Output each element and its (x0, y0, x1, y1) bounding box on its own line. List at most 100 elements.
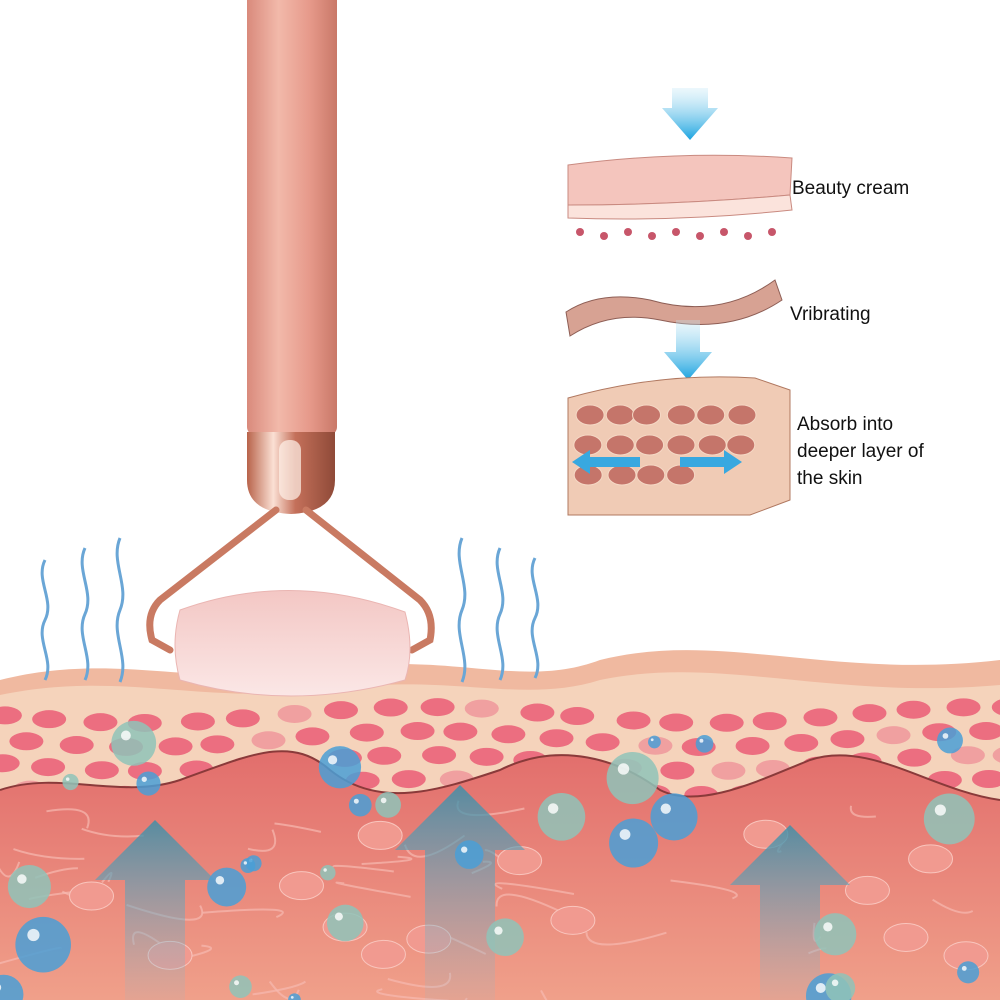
skin-cell (876, 726, 911, 745)
dermal-cell (844, 875, 890, 905)
cream-dot (768, 228, 776, 236)
skin-cell (84, 761, 119, 780)
absorption-bubbles (0, 720, 980, 1000)
up-arrow-icon (730, 825, 850, 1000)
dermal-cell (357, 820, 403, 850)
deep-cell (605, 434, 635, 456)
fiber (849, 805, 876, 818)
skin-cell (225, 709, 260, 728)
fiber (932, 898, 974, 914)
skin-cell (971, 770, 1000, 788)
bubble (606, 752, 659, 805)
bubble-highlight (942, 733, 949, 739)
dermal-cell (908, 844, 954, 874)
bubble (695, 734, 714, 753)
bubble (207, 867, 247, 907)
deep-cell (605, 404, 635, 426)
skin-cell (991, 699, 1000, 715)
bubble-highlight (961, 966, 967, 971)
skin-cell (443, 722, 478, 741)
fiber (495, 893, 563, 914)
dermis-boundary-line (0, 750, 1000, 801)
skin-cell (896, 700, 931, 719)
bubble-highlight (934, 804, 946, 816)
bubble (814, 913, 857, 956)
skin-cell (349, 723, 384, 742)
fiber (361, 855, 413, 865)
fiber (670, 879, 738, 900)
cream-dots (576, 228, 776, 240)
skin-cell (323, 701, 358, 720)
down-arrow-icon (664, 320, 712, 380)
skin-cell (539, 729, 574, 748)
skin-cell (560, 707, 595, 726)
bubble (62, 773, 79, 791)
cream-dot (648, 232, 656, 240)
deep-cell (607, 464, 637, 486)
bubble (486, 918, 524, 957)
bubble-highlight (823, 922, 833, 932)
skin-cell (0, 706, 22, 725)
bubble-highlight (660, 803, 671, 814)
bubble-highlight (17, 874, 27, 884)
dermal-cell (883, 922, 929, 952)
fiber (540, 990, 548, 1000)
skin-cell (897, 748, 932, 767)
fiber (274, 822, 322, 833)
skin-cell (180, 712, 215, 731)
skin-cell (803, 708, 838, 727)
bubble (957, 961, 980, 984)
bubble-highlight (0, 984, 2, 991)
bubble-highlight (215, 875, 225, 885)
bubble-highlight (831, 979, 839, 987)
label-vibrating: Vribrating (790, 304, 871, 325)
bubble-highlight (699, 738, 704, 743)
skin-cell (852, 704, 887, 723)
cream-dot (576, 228, 584, 236)
skin-cell (31, 758, 66, 777)
vibration-waves-left (40, 537, 125, 683)
bubble-highlight (380, 797, 387, 804)
dermal-cell (69, 881, 115, 911)
dermal-cell (497, 846, 543, 876)
bubble-highlight (461, 846, 468, 853)
bubble-highlight (547, 803, 559, 814)
fiber (332, 864, 394, 873)
skin-cell (491, 725, 526, 744)
up-arrow-icon (95, 820, 215, 1000)
bubble-highlight (617, 763, 630, 775)
deep-cell (666, 464, 696, 486)
skin-cell (520, 703, 555, 722)
fiber (252, 980, 307, 996)
deep-cell (697, 434, 727, 456)
deep-cell (666, 434, 696, 456)
fiber (585, 931, 667, 946)
label-beauty-cream: Beauty cream (792, 178, 910, 199)
bubble (923, 793, 975, 845)
bubble-highlight (327, 755, 338, 765)
fiber (13, 848, 85, 860)
roller-stone (174, 590, 411, 697)
cream-dot (624, 228, 632, 236)
skin-cell (420, 698, 455, 717)
bubble (240, 858, 256, 874)
skin-cell (9, 732, 44, 751)
bubble-highlight (650, 738, 654, 742)
skin-cell (830, 730, 865, 749)
bubble (537, 792, 586, 841)
skin-cell (946, 698, 981, 717)
fiber (494, 882, 575, 896)
deep-cell (726, 434, 756, 456)
bubble (375, 792, 401, 818)
deep-cell (696, 404, 726, 426)
bubble (650, 793, 698, 841)
skin-cell (992, 747, 1000, 763)
skin-cell (950, 746, 985, 765)
bubble-highlight (334, 912, 343, 921)
cream-dot (744, 232, 752, 240)
bubble-highlight (120, 730, 131, 741)
fiber (0, 861, 21, 878)
dermal-cell (360, 939, 406, 969)
bubble-highlight (323, 868, 327, 872)
